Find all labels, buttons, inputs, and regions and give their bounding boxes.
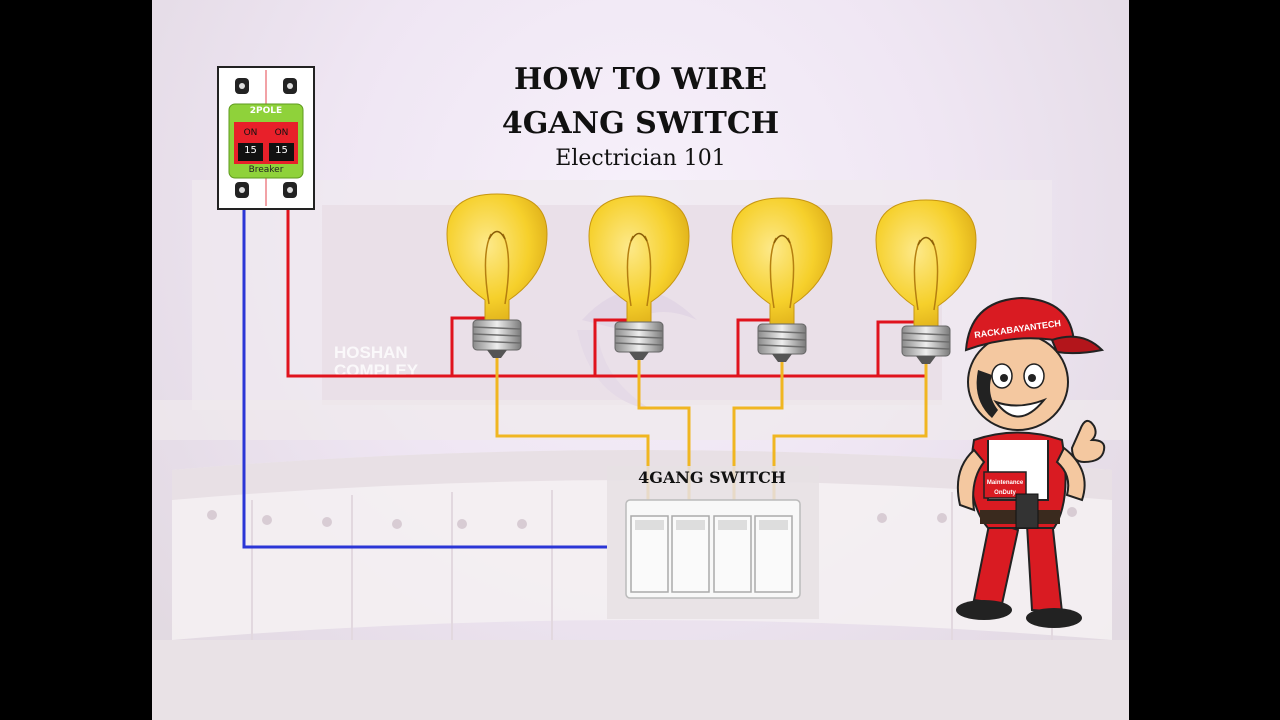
diagram-canvas: HOSHAN COMPLEY	[152, 0, 1129, 720]
watermark-line-1: HOSHAN	[334, 343, 408, 362]
hot-wire-red	[286, 188, 927, 378]
switch-label: 4GANG SWITCH	[638, 468, 786, 487]
badge-line-1: Maintenance	[987, 480, 1024, 486]
electrician-mascot: RACKABAYANTECH Maintenance OnDuty	[956, 296, 1106, 628]
page-subtitle: Electrician 101	[555, 146, 726, 171]
light-bulb-3	[731, 197, 833, 363]
breaker-pole2-rating: 15	[275, 145, 288, 156]
switch-rocker[interactable]	[671, 515, 710, 593]
breaker-2pole	[217, 66, 315, 210]
light-bulb-2	[588, 195, 690, 361]
switch-rocker[interactable]	[713, 515, 752, 593]
badge-line-2: OnDuty	[994, 490, 1016, 496]
page-title-line-1: HOW TO WIRE	[513, 62, 768, 97]
breaker-pole2-state: ON	[274, 128, 289, 138]
neutral-wire-blue	[242, 188, 607, 549]
wiring-diagram: RACKABAYANTECH Maintenance OnDuty	[217, 66, 1106, 628]
light-bulb-1	[446, 193, 548, 359]
light-bulb-4	[875, 199, 977, 365]
breaker-pole-label: 2POLE	[249, 106, 283, 116]
switch-rocker[interactable]	[630, 515, 669, 593]
breaker-pole1-rating: 15	[244, 145, 257, 156]
breaker-pole1-state: ON	[243, 128, 258, 138]
four-gang-switch	[607, 466, 819, 619]
page-title-line-2: 4GANG SWITCH	[501, 106, 780, 141]
terminal-screw-icon	[235, 78, 297, 198]
breaker-caption: Breaker	[248, 165, 284, 175]
switch-rocker[interactable]	[754, 515, 793, 593]
